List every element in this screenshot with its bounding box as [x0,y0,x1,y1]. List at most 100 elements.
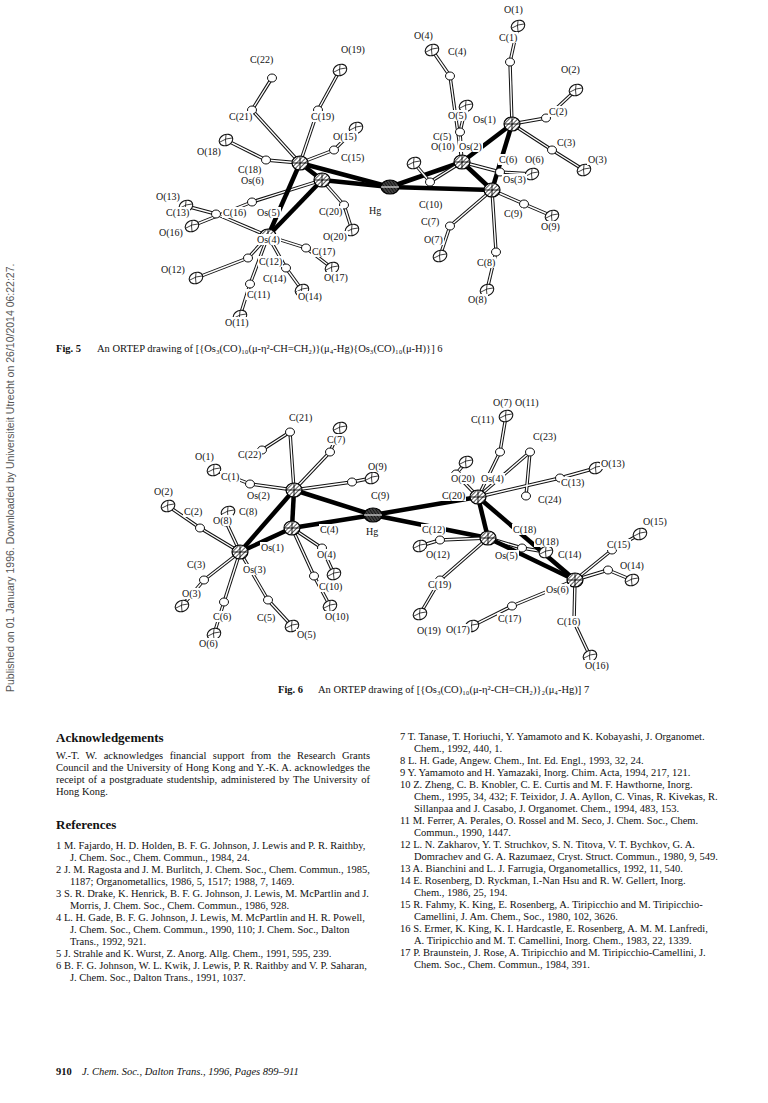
atom-label: O(15) [642,516,668,527]
download-watermark: Published on 01 January 1996. Downloaded… [4,264,16,692]
bond-inner [526,452,530,496]
carbon-atom [268,74,277,82]
oxygen-atom [325,566,342,582]
carbon-atom [518,544,527,552]
osmium-atom [454,155,470,169]
atom-label: O(18) [534,536,560,547]
atom-label: O(17) [445,624,471,635]
bond-inner [192,202,252,226]
atom-label: C(2) [183,506,203,517]
atom-label: C(20) [318,206,343,217]
atom-label: C(12) [258,256,283,267]
carbon-atom [246,280,255,288]
reference-entry: 5 J. Strahle and K. Wurst, Z. Anorg. All… [56,948,370,960]
atom-label: Os(2) [458,141,483,152]
oxygen-atom [331,62,348,78]
atom-label: O(16) [584,660,610,671]
carbon-atom [244,254,253,262]
carbon-atom [506,58,515,66]
atom-label: O(6) [198,638,219,649]
atom-label: C(16) [556,616,581,627]
carbon-atom [302,244,311,252]
atom-label: O(13) [600,458,626,469]
carbon-atom [246,480,255,488]
reference-entry: 6 B. F. G. Johnson, W. L. Kwik, J. Lewis… [56,960,370,984]
atom-label: O(7) [492,397,513,408]
bond-inner [252,78,272,110]
bond-inner [240,552,268,600]
page-number: 910 [56,1066,72,1078]
atom-label: O(12) [160,264,186,275]
carbon-atom [522,492,531,500]
atom-label: Os(5) [494,550,519,561]
atom-label: C(8) [238,506,258,517]
osmium-atom [314,173,330,187]
osmium-atom [504,117,520,131]
atom-label: C(15) [606,539,631,550]
atom-label: C(22) [237,449,262,460]
atom-label: C(9) [503,208,523,219]
reference-entry: 4 L. H. Gade, B. F. G. Johnson, J. Lewis… [56,912,370,948]
atom-label: C(4) [447,46,467,57]
carbon-atom [248,198,257,206]
osmium-atom [286,483,302,497]
carbon-atom [446,222,455,230]
atom-label: Os(3) [242,564,267,575]
atom-label: C(21) [288,412,313,423]
bond [478,452,530,497]
text-column: AcknowledgementsW.-T. W. acknowledges fi… [56,730,370,984]
atom-label: O(16) [158,227,184,238]
reference-entry: 13 A. Bianchini and L. J. Farrugia, Orga… [400,863,718,875]
atom-label: C(20) [441,490,466,501]
atom-label: Os(6) [240,175,265,186]
bond [252,110,300,163]
oxygen-atom [363,470,380,486]
oxygen-atom [159,498,176,514]
atom-label: O(15) [332,131,358,142]
atom-label: C(1) [220,471,240,482]
atom-label: O(8) [212,515,233,526]
carbon-atom [348,478,357,486]
atom-label: C(11) [246,289,271,300]
atom-label: O(6) [524,154,545,165]
bond-inner [450,190,492,226]
atom-label: O(9) [367,461,388,472]
hg-bond [390,187,492,190]
carbon-atom [286,428,295,436]
reference-entry: 10 Z. Zheng, C. B. Knobler, C. E. Curtis… [400,779,718,815]
oxygen-atom [431,248,448,264]
atom-label: C(13) [165,207,190,218]
reference-entry: 1 M. Fajardo, H. D. Holden, B. F. G. Joh… [56,840,370,864]
section-heading: Acknowledgements [56,730,370,745]
atom-label: C(24) [537,494,562,505]
molecule [159,408,648,664]
oxygen-atom [497,408,514,424]
atom-label: O(12) [425,549,451,560]
bond-inner [224,552,240,602]
bond-inner [226,140,266,160]
atom-label: C(11) [470,414,495,425]
reference-entry: 11 M. Ferrer, A. Perales, O. Rossel and … [400,815,718,839]
atom-label: Os(1) [260,542,285,553]
atom-label: C(2) [548,106,568,117]
reference-entry: 2 J. M. Ragosta and J. M. Burlitch, J. C… [56,864,370,888]
oxygen-atom [405,155,422,171]
metal-bond [478,497,575,580]
atom-label: C(23) [532,431,557,442]
reference-entry: 15 R. Fahmy, K. King, E. Rosenberg, A. T… [400,899,718,923]
atom-label: Os(6) [545,584,570,595]
bond [512,580,575,606]
atom-label: C(10) [318,581,343,592]
atom-label: C(5) [256,612,276,623]
bond [510,62,512,124]
metal-bond [268,163,300,236]
atom-label: O(14) [619,560,645,571]
atom-label: C(1) [498,32,518,43]
atom-label: O(2) [560,64,581,75]
carbon-atom [200,576,209,584]
atom-label: O(17) [323,272,349,283]
atom-label: C(8) [476,257,496,268]
atom-label: C(16) [222,207,247,218]
bond [262,432,290,450]
atom-label: Hg [365,526,379,537]
